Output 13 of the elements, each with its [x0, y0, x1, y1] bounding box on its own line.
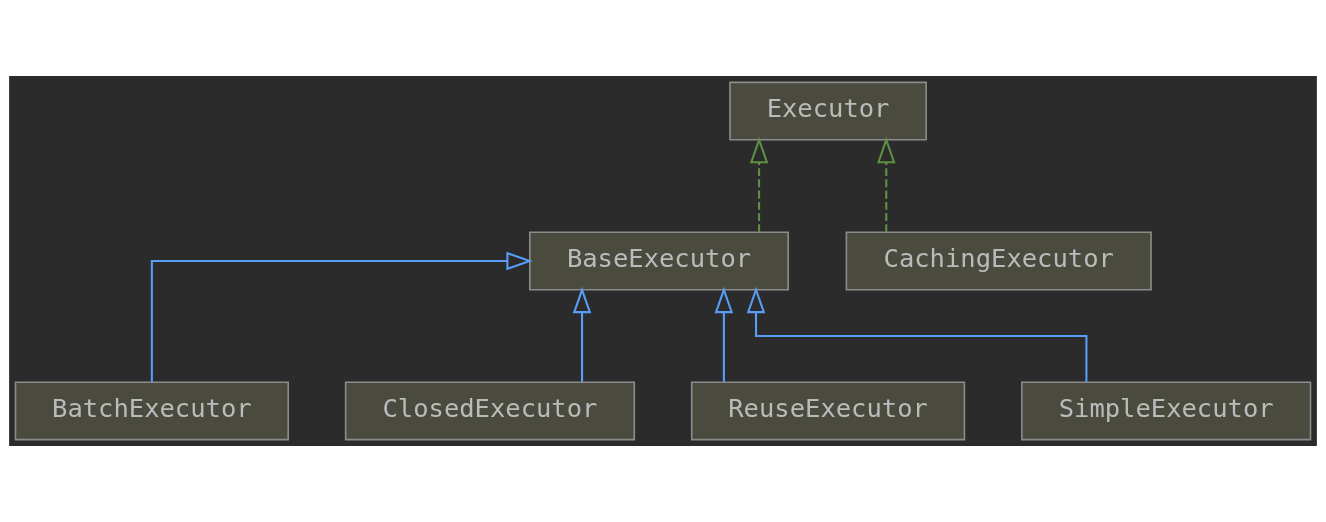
arrow	[714, 286, 734, 382]
node-box: Executor	[729, 81, 927, 141]
node-box: BaseExecutor	[529, 231, 789, 291]
node-box: BatchExecutor	[14, 381, 289, 441]
arrow	[746, 286, 1088, 383]
arrow	[749, 136, 769, 233]
node-box: SimpleExecutor	[1021, 381, 1312, 441]
arrow	[150, 251, 533, 382]
node-box: ClosedExecutor	[344, 381, 636, 441]
arrow	[572, 286, 592, 382]
node-box: CachingExecutor	[845, 231, 1152, 291]
arrow	[877, 136, 896, 233]
node-box: ReuseExecutor	[690, 381, 966, 441]
